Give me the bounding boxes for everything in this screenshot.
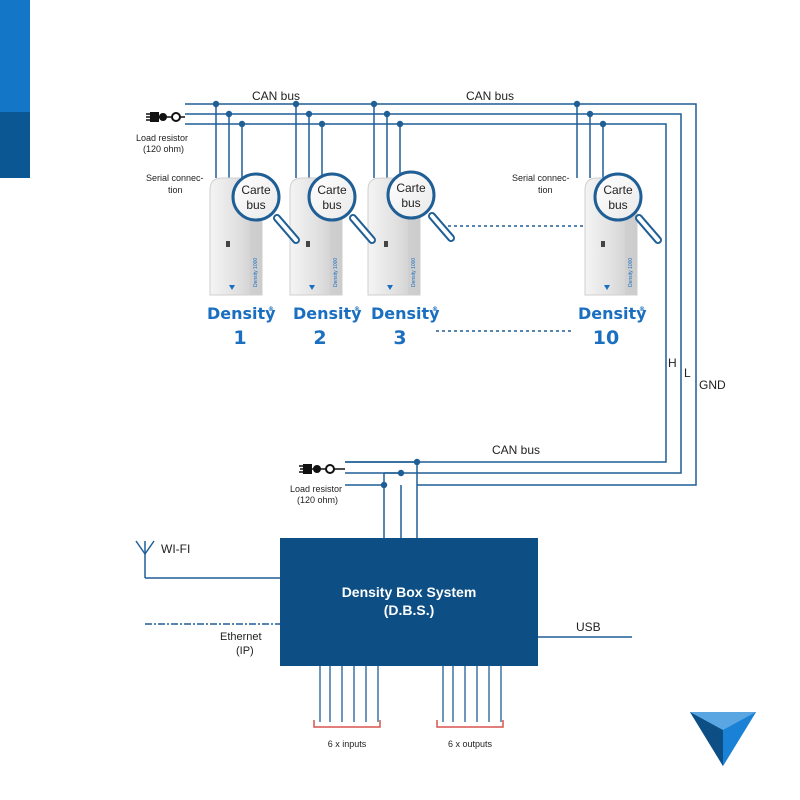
antenna-icon [135, 540, 280, 579]
registered-mark: ® [354, 306, 360, 313]
bottom-can-bus-label: CAN bus [492, 443, 540, 457]
magnifier-label-1: Carte [317, 183, 347, 197]
side-bar-top [0, 0, 30, 112]
unit-number-3: 3 [393, 327, 406, 349]
ethernet-label-2: (IP) [236, 645, 254, 657]
inputs-bracket [313, 720, 381, 728]
usb-label: USB [576, 620, 601, 634]
dbs-box [280, 538, 538, 666]
bus-line-h-label: H [668, 356, 677, 370]
unit-side-text: Density 1000 [411, 258, 417, 287]
unit-number-1: 1 [233, 327, 246, 349]
unit-side-text: Density 1000 [253, 258, 259, 287]
magnifier-label-2: bus [246, 198, 265, 212]
unit-brand-1: Density [207, 304, 276, 323]
bottom-load-resistor-icon [299, 464, 345, 474]
wifi-label: WI-FI [161, 542, 190, 556]
unit-side-text: Density 1000 [333, 258, 339, 287]
serial-connection-label-right-2: tion [538, 185, 553, 195]
side-bar-bottom [0, 112, 30, 178]
outputs-bracket [436, 720, 504, 728]
triangle-logo-icon [690, 712, 756, 766]
dbs-title-2: (D.B.S.) [384, 602, 435, 618]
unit-side-text: Density 1000 [628, 258, 634, 287]
magnifier-icon: Carte bus [386, 170, 455, 242]
magnifier-label-2: bus [401, 196, 420, 210]
top-load-resistor-label-2: (120 ohm) [143, 144, 184, 154]
unit-number-10: 10 [593, 327, 619, 349]
output-lines [442, 666, 502, 722]
input-lines [319, 666, 379, 722]
unit-brand-3: Density [371, 304, 440, 323]
outputs-label: 6 x outputs [448, 739, 493, 749]
unit-bus-drops [215, 104, 604, 178]
ethernet-label-1: Ethernet [220, 631, 262, 643]
magnifier-icon: Carte bus [231, 172, 300, 244]
dbs-title-1: Density Box System [342, 584, 477, 600]
serial-connection-label-left-2: tion [168, 185, 183, 195]
bottom-load-resistor-label-1: Load resistor [290, 484, 342, 494]
inputs-label: 6 x inputs [328, 739, 367, 749]
bottom-load-resistor-label-2: (120 ohm) [297, 495, 338, 505]
top-load-resistor-label-1: Load resistor [136, 133, 188, 143]
magnifier-label-2: bus [322, 198, 341, 212]
bus-line-gnd-label: GND [699, 378, 726, 392]
unit-brand-10: Density [578, 304, 647, 323]
magnifier-label-2: bus [608, 198, 627, 212]
magnifier-label-1: Carte [241, 183, 271, 197]
bus-junction-dots [212, 100, 607, 128]
magnifier-label-1: Carte [396, 181, 426, 195]
top-load-resistor-icon [146, 112, 185, 122]
top-can-bus-lines [185, 103, 697, 486]
bus-line-l-label: L [684, 366, 691, 380]
magnifier-icon: Carte bus [593, 172, 662, 244]
registered-mark: ® [432, 306, 438, 313]
bottom-bus-lines [345, 461, 417, 486]
registered-mark: ® [639, 306, 645, 313]
top-can-bus-label-right: CAN bus [466, 89, 514, 103]
magnifier-icon: Carte bus [307, 172, 376, 244]
magnifier-label-1: Carte [603, 183, 633, 197]
serial-connection-label-right-1: Serial connec- [512, 173, 570, 183]
unit-number-2: 2 [313, 327, 326, 349]
top-can-bus-label-left: CAN bus [252, 89, 300, 103]
serial-connection-label-left-1: Serial connec- [146, 173, 204, 183]
unit-brand-2: Density [293, 304, 362, 323]
registered-mark: ® [268, 306, 274, 313]
